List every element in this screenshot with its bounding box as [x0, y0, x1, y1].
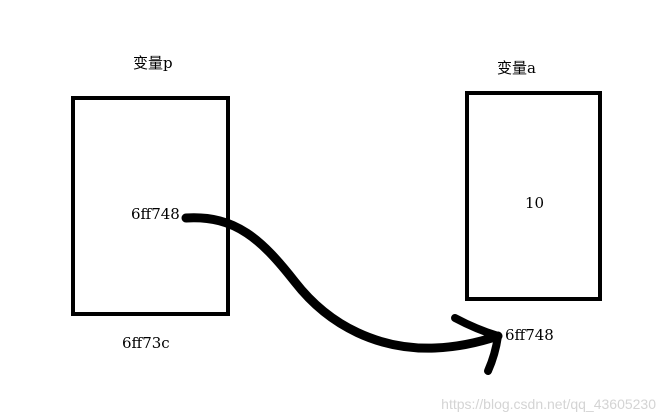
variable-p-address: 6ff73c [122, 334, 170, 352]
watermark: https://blog.csdn.net/qq_43605230 [441, 396, 656, 412]
variable-p-box [71, 96, 230, 316]
variable-p-title: 变量p [133, 54, 173, 72]
arrow-head-upper [451, 314, 502, 340]
variable-p-value: 6ff748 [131, 205, 180, 223]
variable-a-box [465, 91, 602, 301]
variable-a-value: 10 [525, 194, 545, 212]
variable-a-title: 变量a [497, 59, 536, 77]
arrow-shaft [181, 213, 503, 353]
arrow-head-lower [484, 332, 502, 375]
variable-a-address: 6ff748 [505, 326, 554, 344]
